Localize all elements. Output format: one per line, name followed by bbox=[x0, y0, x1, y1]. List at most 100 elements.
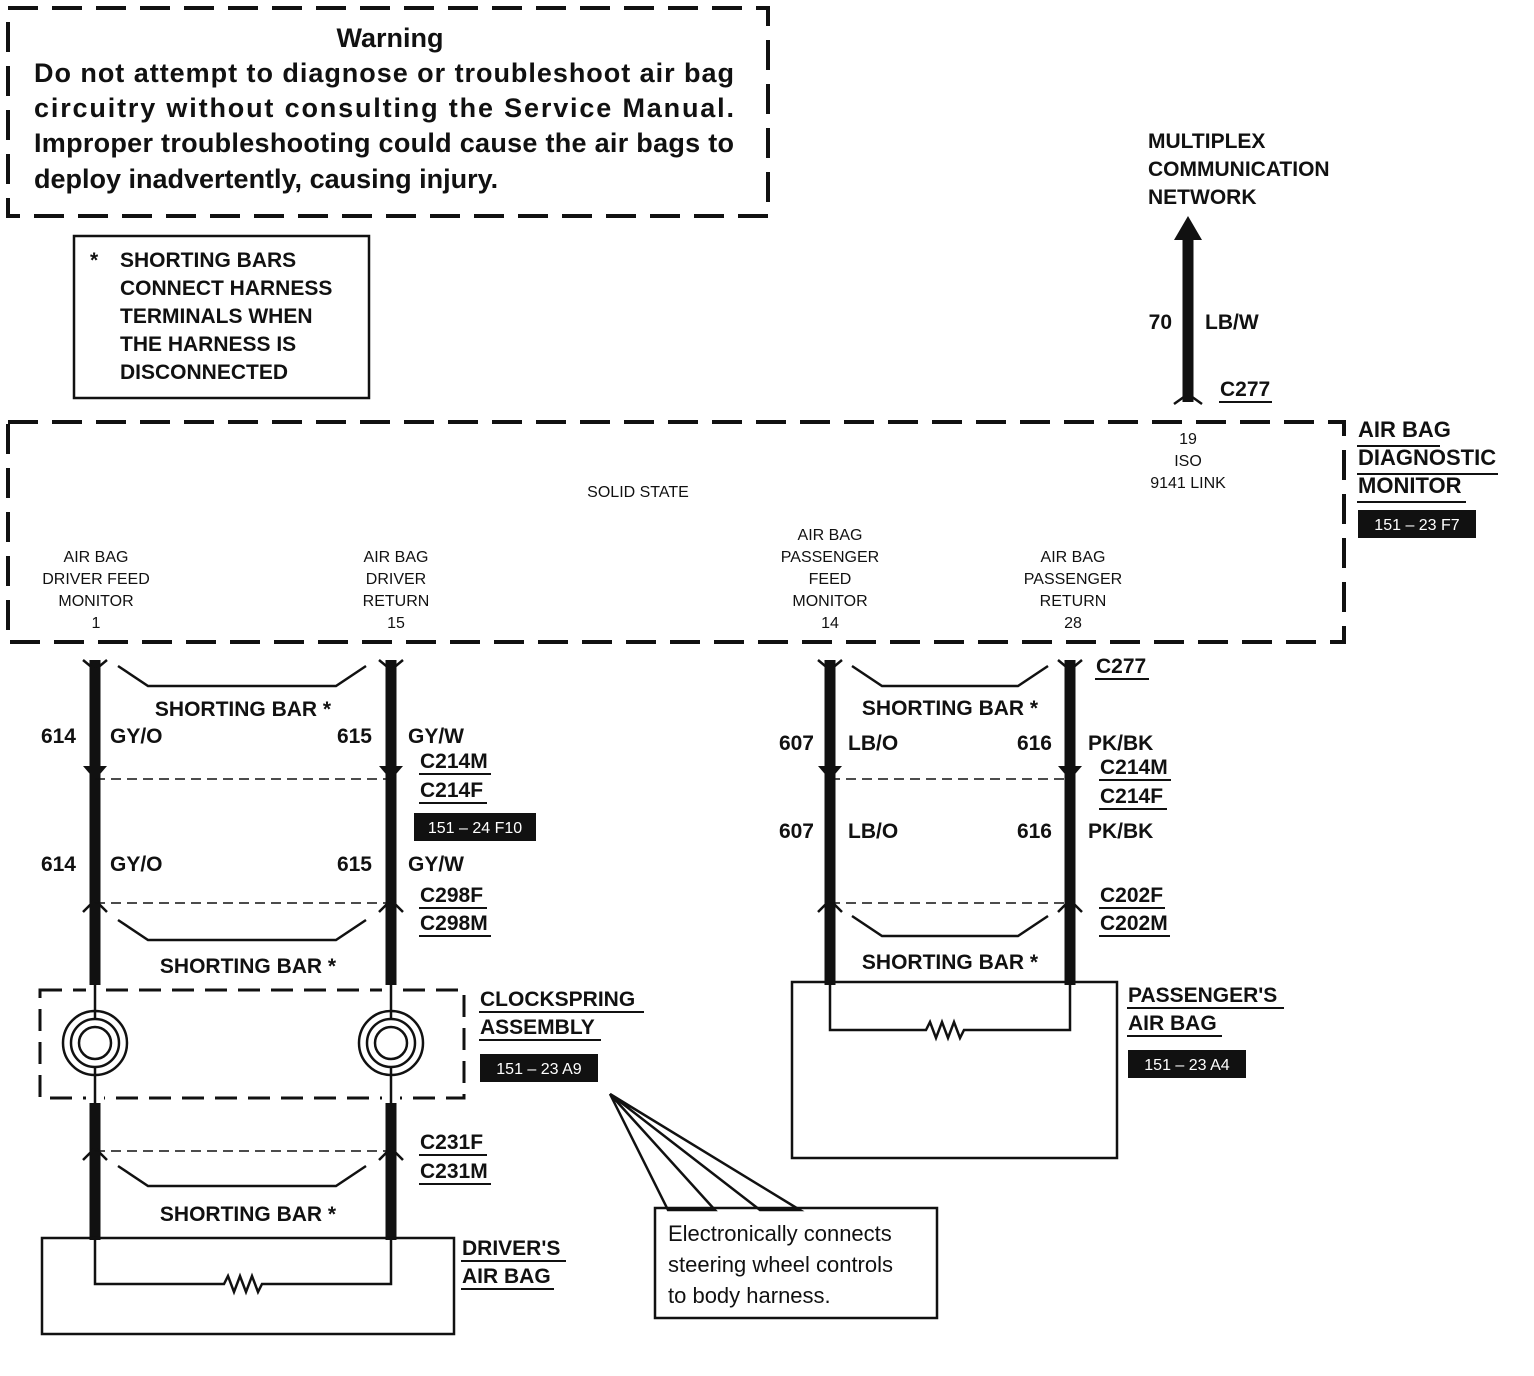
svg-text:FEED: FEED bbox=[809, 571, 852, 588]
clockspring-coil-right-icon bbox=[357, 1009, 425, 1077]
svg-text:PASSENGER: PASSENGER bbox=[781, 549, 879, 566]
wire-615-number-lower: 615 bbox=[337, 853, 372, 876]
driver-c214f-label: C214F bbox=[420, 779, 483, 802]
network-line-3: NETWORK bbox=[1148, 186, 1257, 209]
svg-text:DRIVER: DRIVER bbox=[366, 571, 426, 588]
driver-c214-ref-badge bbox=[414, 813, 536, 841]
passenger-c214f-label: C214F bbox=[1100, 785, 1163, 808]
passengers-air-bag-ref-text: 151 – 23 A4 bbox=[1144, 1057, 1230, 1074]
warning-line-1: Do not attempt to diagnose or troublesho… bbox=[34, 58, 734, 88]
passengers-air-bag-resistor-icon bbox=[828, 985, 1072, 1042]
note-line-1: SHORTING BARS bbox=[120, 249, 296, 272]
iso-link-label: 9141 LINK bbox=[1150, 475, 1226, 492]
wire-614-number-lower: 614 bbox=[41, 853, 76, 876]
callout-line-2: steering wheel controls bbox=[668, 1252, 893, 1277]
clockspring-ref-text: 151 – 23 A9 bbox=[496, 1061, 582, 1078]
module-ref-text: 151 – 23 F7 bbox=[1374, 517, 1460, 534]
pin-passenger-feed-monitor: AIR BAG PASSENGER FEED MONITOR 14 bbox=[781, 527, 879, 632]
wire-615-color-upper: GY/W bbox=[408, 725, 464, 748]
clockspring-label-1: CLOCKSPRING bbox=[480, 988, 635, 1011]
driver-c214m-label: C214M bbox=[420, 750, 488, 773]
shorting-bar-3 bbox=[117, 1164, 367, 1188]
svg-text:RETURN: RETURN bbox=[363, 593, 430, 610]
svg-text:AIR BAG: AIR BAG bbox=[64, 549, 129, 566]
svg-text:AIR BAG: AIR BAG bbox=[1041, 549, 1106, 566]
svg-text:PASSENGER: PASSENGER bbox=[1024, 571, 1122, 588]
drivers-air-bag-resistor-icon bbox=[93, 1240, 393, 1296]
warning-line-2: circuitry without consulting the Service… bbox=[34, 93, 734, 123]
module-name-line-1: AIR BAG bbox=[1358, 417, 1451, 442]
network-connector-label: C277 bbox=[1220, 378, 1270, 401]
wire-607-number-upper: 607 bbox=[779, 732, 814, 755]
clockspring-ref-badge bbox=[480, 1054, 598, 1082]
passengers-air-bag-box bbox=[790, 980, 1119, 1160]
shorting-bar-label-1: SHORTING BAR * bbox=[155, 698, 332, 721]
shorting-bar-4 bbox=[851, 664, 1049, 688]
svg-text:AIR BAG: AIR BAG bbox=[364, 549, 429, 566]
driver-c214-ref-text: 151 – 24 F10 bbox=[428, 820, 522, 837]
note-line-2: CONNECT HARNESS bbox=[120, 277, 332, 300]
module-name-line-3: MONITOR bbox=[1358, 473, 1462, 498]
pin-passenger-return: AIR BAG PASSENGER RETURN 28 bbox=[1024, 549, 1122, 632]
wire-607-color-upper: LB/O bbox=[848, 732, 898, 755]
shorting-bar-label-3: SHORTING BAR * bbox=[160, 1203, 337, 1226]
callout-line-1: Electronically connects bbox=[668, 1221, 892, 1246]
network-line-1: MULTIPLEX bbox=[1148, 130, 1265, 153]
iso-pin: 19 bbox=[1179, 431, 1197, 448]
svg-text:AIR BAG: AIR BAG bbox=[798, 527, 863, 544]
svg-text:15: 15 bbox=[387, 615, 405, 632]
wire-615-number-upper: 615 bbox=[337, 725, 372, 748]
driver-c298f-label: C298F bbox=[420, 884, 483, 907]
network-line-2: COMMUNICATION bbox=[1148, 158, 1330, 181]
wire-614-color-lower: GY/O bbox=[110, 853, 163, 876]
c277-top-connector-icon bbox=[1173, 392, 1203, 406]
passenger-c214m-label: C214M bbox=[1100, 756, 1168, 779]
pin-driver-return: AIR BAG DRIVER RETURN 15 bbox=[363, 549, 430, 632]
svg-text:MONITOR: MONITOR bbox=[58, 593, 133, 610]
multiplex-network: MULTIPLEX COMMUNICATION NETWORK 70 LB/W … bbox=[1148, 130, 1330, 406]
svg-text:RETURN: RETURN bbox=[1040, 593, 1107, 610]
drivers-air-bag-box bbox=[40, 1236, 456, 1336]
passenger-c277-label: C277 bbox=[1096, 655, 1146, 678]
driver-c231m-label: C231M bbox=[420, 1160, 488, 1183]
note-line-5: DISCONNECTED bbox=[120, 361, 288, 384]
driver-circuit: SHORTING BAR * 614 GY/O 615 GY/W C214M C… bbox=[38, 659, 644, 1336]
passengers-air-bag-label-2: AIR BAG bbox=[1128, 1012, 1217, 1035]
driver-c298m-label: C298M bbox=[420, 912, 488, 935]
shorting-bar-note: * SHORTING BARS CONNECT HARNESS TERMINAL… bbox=[72, 234, 371, 400]
svg-text:14: 14 bbox=[821, 615, 839, 632]
wire-614-color-upper: GY/O bbox=[110, 725, 163, 748]
svg-text:1: 1 bbox=[92, 615, 101, 632]
callout-line-3: to body harness. bbox=[668, 1283, 831, 1308]
warning-title: Warning bbox=[337, 23, 444, 53]
wire-615-color-lower: GY/W bbox=[408, 853, 464, 876]
solid-state-label: SOLID STATE bbox=[587, 484, 689, 501]
module-name-line-2: DIAGNOSTIC bbox=[1358, 445, 1496, 470]
shorting-bar-label-4: SHORTING BAR * bbox=[862, 697, 1039, 720]
shorting-bar-1 bbox=[117, 664, 367, 688]
network-circuit-number: 70 bbox=[1149, 311, 1172, 334]
passenger-circuit: C277 SHORTING BAR * 607 LB/O 616 PK/BK C… bbox=[779, 655, 1284, 1160]
warning-line-3: Improper troubleshooting could cause the… bbox=[34, 128, 734, 158]
wire-616-color-lower: PK/BK bbox=[1088, 820, 1153, 843]
clockspring-box bbox=[38, 988, 466, 1100]
passengers-air-bag-ref-badge bbox=[1128, 1050, 1246, 1078]
shorting-bar-5 bbox=[851, 914, 1049, 938]
wire-616-number-upper: 616 bbox=[1017, 732, 1052, 755]
note-star: * bbox=[90, 249, 99, 272]
iso-label: ISO bbox=[1174, 453, 1202, 470]
passenger-c202m-label: C202M bbox=[1100, 912, 1168, 935]
drivers-air-bag-label-2: AIR BAG bbox=[462, 1265, 551, 1288]
clockspring-coil-left-icon bbox=[61, 1009, 129, 1077]
passenger-c202f-label: C202F bbox=[1100, 884, 1163, 907]
warning-box: Warning Do not attempt to diagnose or tr… bbox=[6, 6, 770, 218]
driver-c231f-label: C231F bbox=[420, 1131, 483, 1154]
air-bag-diagnostic-monitor: SOLID STATE 19 ISO 9141 LINK AIR BAG DRI… bbox=[6, 417, 1498, 644]
clockspring-label-2: ASSEMBLY bbox=[480, 1016, 595, 1039]
wire-616-number-lower: 616 bbox=[1017, 820, 1052, 843]
wire-614-number-upper: 614 bbox=[41, 725, 76, 748]
shorting-bar-label-2: SHORTING BAR * bbox=[160, 955, 337, 978]
module-ref-badge bbox=[1358, 510, 1476, 538]
clockspring-callout: Electronically connects steering wheel c… bbox=[608, 1092, 939, 1320]
